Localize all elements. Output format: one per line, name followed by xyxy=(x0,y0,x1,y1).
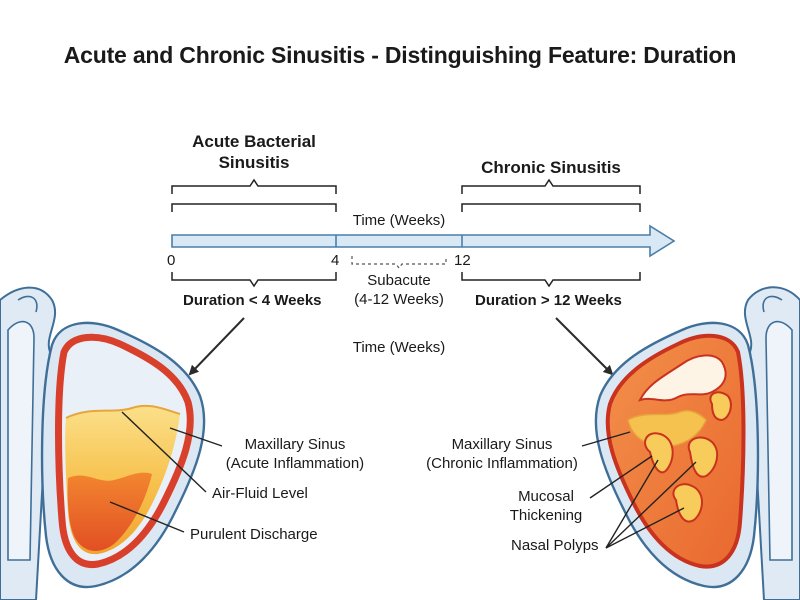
mucosal-thickening-line-1: Mucosal xyxy=(518,488,574,505)
polyp-3 xyxy=(672,483,703,523)
chronic-sinus-leader xyxy=(581,431,631,447)
acute-sinus-label-line-2: (Acute Inflammation) xyxy=(225,455,365,472)
chronic-bone-ridge xyxy=(762,295,783,313)
polyps-leader-2 xyxy=(605,461,697,549)
purulent-discharge-label: Purulent Discharge xyxy=(190,526,318,543)
acute-bar-brace xyxy=(171,203,337,212)
acute-sinus-illustration xyxy=(0,286,223,600)
subacute-label-line-2: (4-12 Weeks) xyxy=(354,291,444,308)
acute-sinus-leader xyxy=(169,427,223,447)
polyps-leader-1 xyxy=(605,459,659,549)
chronic-duration-label: Duration > 12 Weeks xyxy=(475,292,622,309)
subacute-label-line-1: Subacute xyxy=(367,272,431,289)
acute-heading-line-1: Acute Bacterial xyxy=(192,132,316,151)
acute-pointer-arrow xyxy=(188,317,245,376)
chronic-bone-inner xyxy=(765,320,793,561)
nasal-polyps-label: Nasal Polyps xyxy=(511,537,599,554)
acute-sinus-label-line-1: Maxillary Sinus xyxy=(244,436,346,453)
acute-bone-inner xyxy=(7,320,35,561)
polyp-2 xyxy=(687,436,719,478)
chronic-sinus-label-line-1: Maxillary Sinus xyxy=(451,436,553,453)
page-title: Acute and Chronic Sinusitis - Distinguis… xyxy=(63,42,737,68)
acute-duration-label: Duration < 4 Weeks xyxy=(183,292,322,309)
chronic-heading: Chronic Sinusitis xyxy=(481,158,621,177)
air-fluid-label: Air-Fluid Level xyxy=(212,485,308,502)
acute-discharge-leader xyxy=(109,501,185,533)
chronic-heading-brace xyxy=(461,178,641,194)
acute-heading-brace xyxy=(171,178,337,194)
subacute-label: Subacute (4-12 Weeks) xyxy=(340,271,458,309)
tick-label-4: 4 xyxy=(331,252,340,269)
polyp-1 xyxy=(644,432,674,474)
acute-sinus-label: Maxillary Sinus (Acute Inflammation) xyxy=(210,435,380,473)
chronic-duration-brace xyxy=(461,272,641,288)
acute-pus xyxy=(67,472,152,551)
axis-label-mid: Time (Weeks) xyxy=(352,339,446,356)
acute-heading: Acute Bacterial Sinusitis xyxy=(154,131,354,173)
tick-label-0: 0 xyxy=(167,252,176,269)
chronic-bar-brace xyxy=(461,203,641,212)
acute-heading-line-2: Sinusitis xyxy=(218,153,290,172)
polyps-leader-3 xyxy=(605,507,685,549)
axis-label-top: Time (Weeks) xyxy=(352,212,446,229)
subacute-brace xyxy=(351,256,447,269)
chronic-sinus-label: Maxillary Sinus (Chronic Inflammation) xyxy=(414,435,590,473)
time-arrow-bar xyxy=(171,224,676,258)
chronic-air-space xyxy=(638,354,727,402)
acute-duration-brace xyxy=(171,272,337,288)
chronic-sinus-illustration xyxy=(581,286,800,600)
acute-bone-ridge xyxy=(17,295,38,313)
chronic-pointer-arrow xyxy=(555,317,614,376)
mucosal-thickening-line-2: Thickening xyxy=(509,507,583,524)
acute-fluid-surface xyxy=(65,404,181,419)
mucosal-thickening-label: Mucosal Thickening xyxy=(498,487,594,525)
tick-label-12: 12 xyxy=(454,252,471,269)
timeline xyxy=(171,178,676,376)
mucosal-leader xyxy=(589,455,653,499)
polyp-4 xyxy=(709,391,732,422)
chronic-sinus-label-line-2: (Chronic Inflammation) xyxy=(426,455,578,472)
acute-airfluid-leader xyxy=(121,411,207,493)
